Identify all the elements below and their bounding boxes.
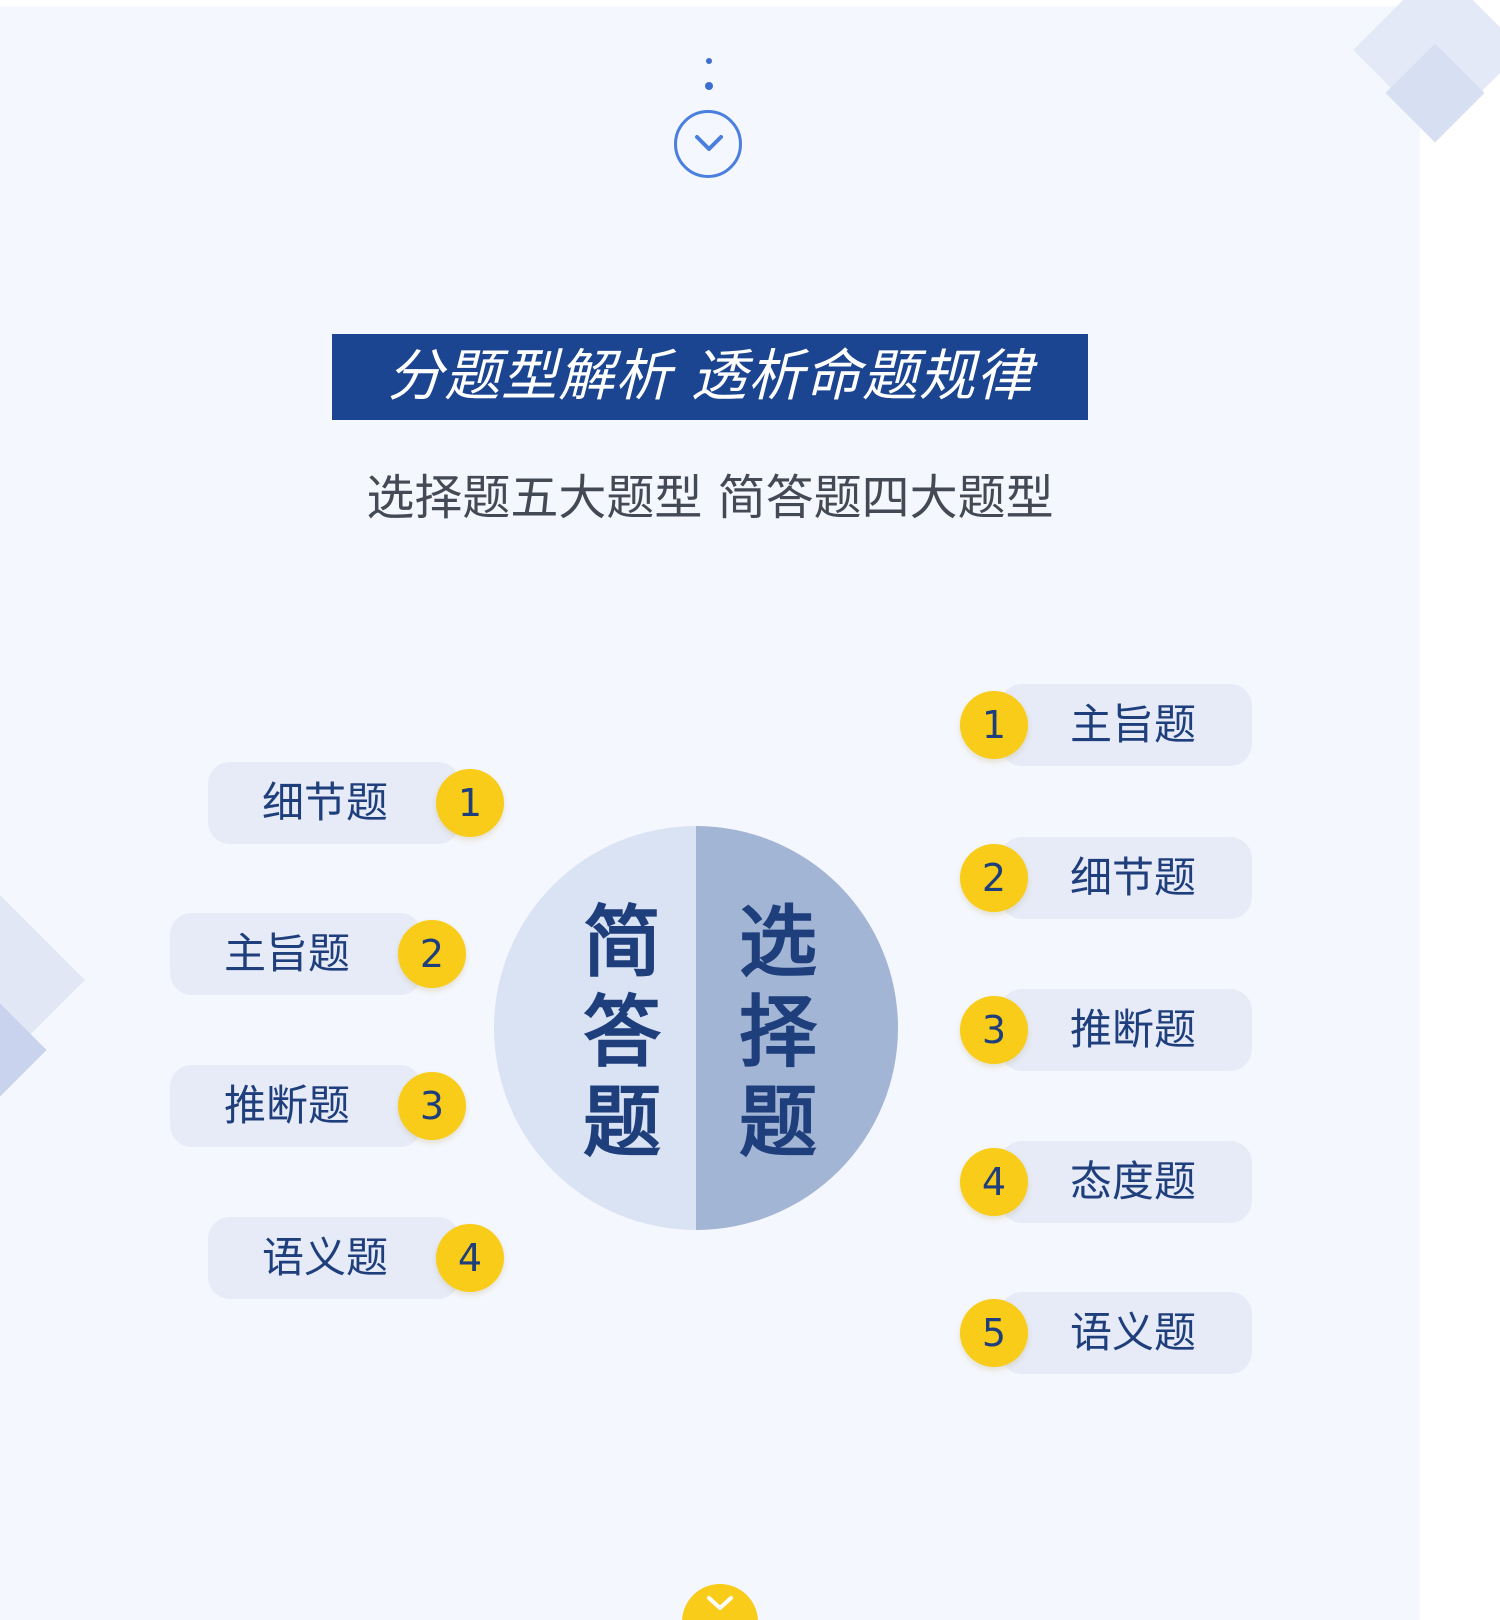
top-divider — [0, 0, 1420, 6]
multiple-choice-number-badge: 4 — [960, 1148, 1028, 1216]
multiple-choice-half — [696, 826, 898, 1230]
short-answer-item — [170, 913, 422, 995]
multiple-choice-number-badge: 1 — [960, 691, 1028, 759]
scroll-down-button[interactable] — [674, 110, 742, 178]
chevron-down-icon — [707, 1596, 733, 1610]
multiple-choice-item-label: 态度题 — [1070, 1157, 1197, 1206]
scroll-dot — [706, 58, 712, 64]
multiple-choice-number-badge: 5 — [960, 1299, 1028, 1367]
multiple-choice-item — [1000, 837, 1252, 919]
next-section-button[interactable] — [682, 1584, 758, 1620]
multiple-choice-item-label: 推断题 — [1070, 1005, 1197, 1054]
scroll-dot — [705, 82, 713, 90]
short-answer-item — [170, 1065, 422, 1147]
question-type-circle — [494, 826, 898, 1230]
short-answer-item-label: 细节题 — [262, 778, 389, 827]
short-answer-number-badge: 1 — [436, 769, 504, 837]
short-answer-item — [208, 762, 460, 844]
multiple-choice-item-label: 主旨题 — [1070, 700, 1197, 749]
multiple-choice-item-label: 语义题 — [1070, 1308, 1197, 1357]
short-answer-half — [494, 826, 696, 1230]
chevron-down-icon — [695, 135, 723, 151]
short-answer-title: 简 答 题 — [582, 898, 661, 1168]
multiple-choice-item — [1000, 1292, 1252, 1374]
multiple-choice-item — [1000, 684, 1252, 766]
multiple-choice-item-label: 细节题 — [1070, 853, 1197, 902]
short-answer-item-label: 语义题 — [262, 1233, 389, 1282]
multiple-choice-item — [1000, 989, 1252, 1071]
short-answer-item — [208, 1217, 460, 1299]
multiple-choice-number-badge: 3 — [960, 996, 1028, 1064]
section-subtitle: 选择题五大题型 简答题四大题型 — [366, 470, 1054, 526]
short-answer-number-badge: 3 — [398, 1072, 466, 1140]
short-answer-item-label: 推断题 — [224, 1081, 351, 1130]
section-title-banner: 分题型解析 透析命题规律 — [332, 334, 1088, 420]
multiple-choice-title: 选 择 题 — [738, 898, 817, 1168]
short-answer-item-label: 主旨题 — [224, 929, 351, 978]
short-answer-number-badge: 2 — [398, 920, 466, 988]
multiple-choice-number-badge: 2 — [960, 844, 1028, 912]
multiple-choice-item — [1000, 1141, 1252, 1223]
short-answer-number-badge: 4 — [436, 1224, 504, 1292]
